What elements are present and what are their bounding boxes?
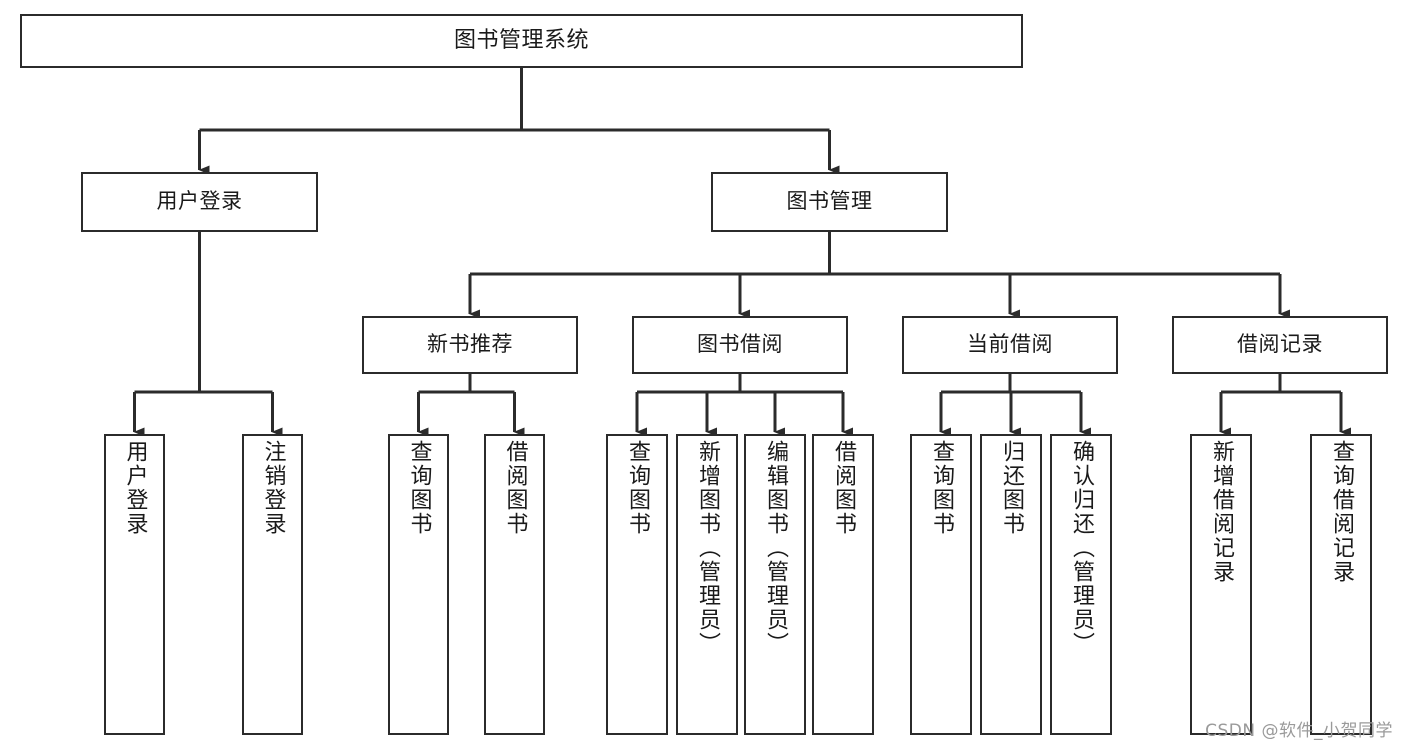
watermark: CSDN @软件_小贺同学 [1205, 721, 1393, 741]
leaf-add-book-label: 新增图书（管理员） [695, 440, 720, 656]
leaf-query-book-recommend[interactable]: 查询图书 [388, 434, 449, 735]
leaf-query-book-borrow[interactable]: 查询图书 [606, 434, 668, 735]
node-book-manage[interactable]: 图书管理 [711, 172, 948, 232]
leaf-logout-label: 注销登录 [260, 440, 286, 536]
node-book-manage-label: 图书管理 [786, 189, 873, 214]
leaf-borrow-book-recommend[interactable]: 借阅图书 [484, 434, 545, 735]
leaf-confirm-return-label: 确认归还（管理员） [1069, 440, 1094, 656]
leaf-user-login-label: 用户登录 [122, 440, 148, 536]
leaf-add-book[interactable]: 新增图书（管理员） [676, 434, 738, 735]
node-current-borrow-label: 当前借阅 [967, 332, 1053, 357]
leaf-query-book-current[interactable]: 查询图书 [910, 434, 972, 735]
leaf-user-login[interactable]: 用户登录 [104, 434, 165, 735]
node-new-book-recommend-label: 新书推荐 [427, 332, 513, 357]
leaf-query-book-borrow-label: 查询图书 [625, 440, 650, 536]
node-book-borrow-label: 图书借阅 [697, 332, 783, 357]
leaf-borrow-book-recommend-label: 借阅图书 [502, 440, 528, 536]
leaf-add-borrow-record[interactable]: 新增借阅记录 [1190, 434, 1252, 735]
leaf-edit-book-label: 编辑图书（管理员） [763, 440, 788, 656]
node-book-borrow[interactable]: 图书借阅 [632, 316, 848, 374]
leaf-borrow-book[interactable]: 借阅图书 [812, 434, 874, 735]
node-root-label: 图书管理系统 [453, 27, 589, 53]
leaf-query-book-current-label: 查询图书 [929, 440, 954, 536]
leaf-query-borrow-record-label: 查询借阅记录 [1329, 440, 1354, 584]
node-current-borrow[interactable]: 当前借阅 [902, 316, 1118, 374]
node-new-book-recommend[interactable]: 新书推荐 [362, 316, 578, 374]
leaf-confirm-return[interactable]: 确认归还（管理员） [1050, 434, 1112, 735]
leaf-edit-book[interactable]: 编辑图书（管理员） [744, 434, 806, 735]
node-borrow-record[interactable]: 借阅记录 [1172, 316, 1388, 374]
leaf-add-borrow-record-label: 新增借阅记录 [1209, 440, 1234, 584]
leaf-logout[interactable]: 注销登录 [242, 434, 303, 735]
node-borrow-record-label: 借阅记录 [1237, 332, 1323, 357]
node-user-login-label: 用户登录 [156, 189, 243, 214]
leaf-query-book-recommend-label: 查询图书 [406, 440, 432, 536]
edge-paths [133, 68, 1351, 437]
leaf-return-book[interactable]: 归还图书 [980, 434, 1042, 735]
leaf-query-borrow-record[interactable]: 查询借阅记录 [1310, 434, 1372, 735]
node-user-login[interactable]: 用户登录 [81, 172, 318, 232]
leaf-return-book-label: 归还图书 [999, 440, 1024, 536]
node-root[interactable]: 图书管理系统 [20, 14, 1023, 68]
leaf-borrow-book-label: 借阅图书 [831, 440, 856, 536]
